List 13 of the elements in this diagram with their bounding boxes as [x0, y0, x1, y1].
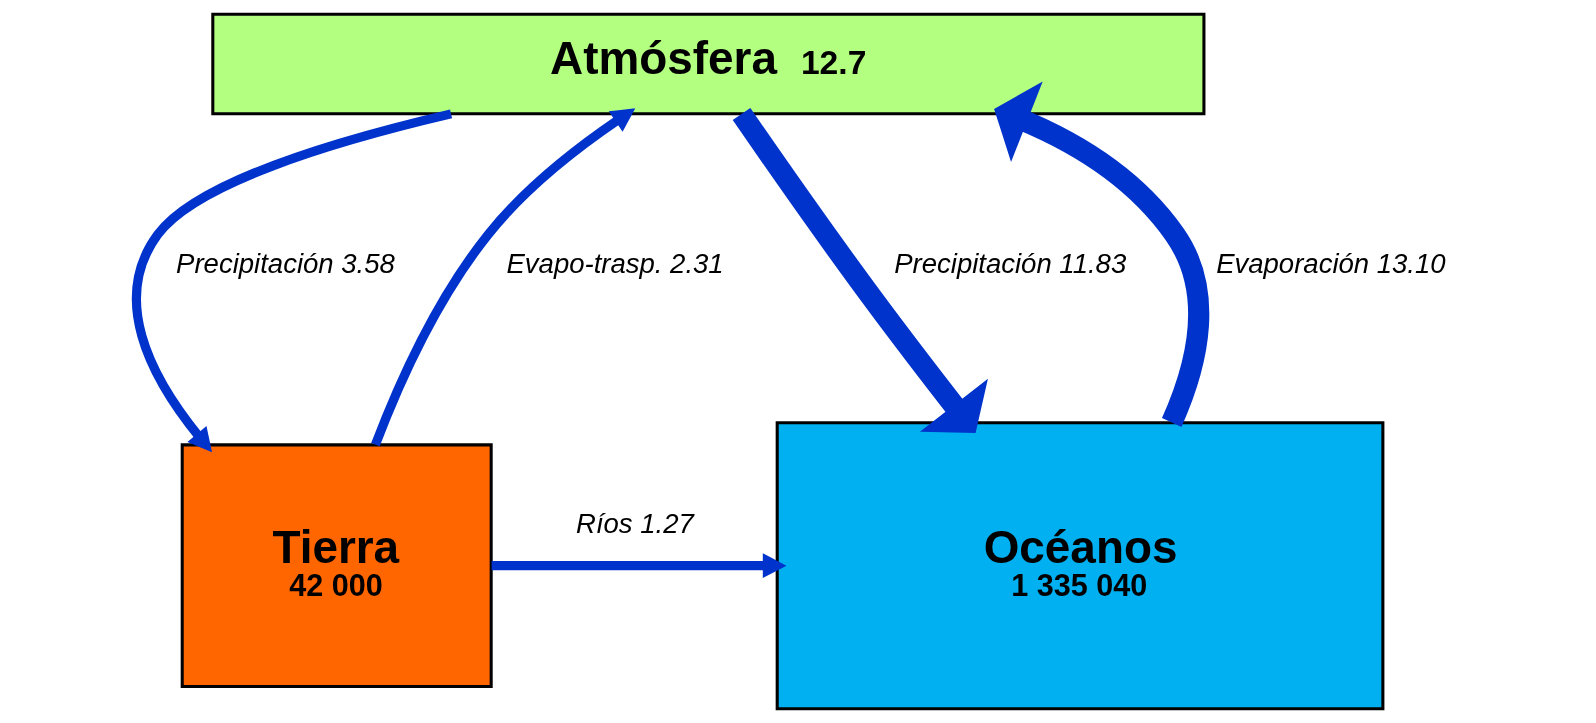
arrow: [993, 81, 1209, 427]
edge-label: Evapo-trasp. 2.31: [505, 248, 724, 280]
edge-label: Ríos 1.27: [575, 507, 694, 539]
arrow: [370, 108, 635, 447]
arrow: [491, 553, 786, 579]
arrow: [131, 109, 452, 453]
edge-label: Precipitación 3.58: [175, 248, 395, 280]
node-box: Atmósfera 12.7: [210, 12, 1205, 116]
edge-label: Precipitación 11.83: [893, 248, 1126, 280]
arrow: [732, 107, 988, 434]
node-box: Océanos 1 335 040: [775, 421, 1384, 711]
node-box: Tierra 42 000: [180, 443, 493, 689]
edge-label: Evaporación 13.10: [1215, 248, 1446, 280]
